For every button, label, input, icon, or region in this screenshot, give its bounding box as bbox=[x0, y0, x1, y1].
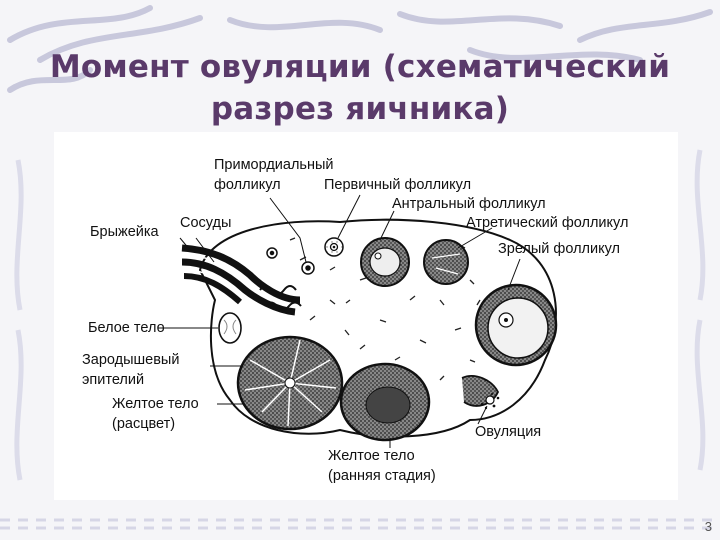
corpus-luteum-early bbox=[339, 362, 431, 442]
antral-follicle bbox=[360, 237, 410, 287]
primordial-follicles bbox=[266, 247, 315, 275]
label-vessels: Сосуды bbox=[180, 215, 232, 231]
label-mature-follicle: Зрелый фолликул bbox=[498, 241, 621, 257]
corpus-luteum-bloom bbox=[236, 335, 344, 431]
primary-follicle bbox=[324, 237, 344, 257]
label-mesentery: Брыжейка bbox=[90, 224, 159, 240]
label-antral-follicle: Антральный фолликул bbox=[392, 196, 546, 212]
label-primordial-line1: Примордиальный bbox=[214, 157, 334, 173]
mature-follicle bbox=[474, 283, 558, 367]
title-line-1: Момент овуляции (схематический bbox=[49, 49, 671, 85]
label-atretic-follicle: Атретический фолликул bbox=[466, 215, 629, 231]
ovulation-site bbox=[461, 375, 500, 410]
label-white-body: Белое тело bbox=[88, 320, 165, 336]
decorative-swirls bbox=[7, 5, 713, 93]
mesentery-vessels bbox=[181, 244, 302, 316]
leader-lines bbox=[158, 194, 521, 448]
label-germinal-line2: эпителий bbox=[82, 372, 145, 388]
title-line-2: разрез яичника) bbox=[210, 91, 510, 127]
page-number: 3 bbox=[704, 519, 712, 534]
white-body bbox=[218, 312, 242, 344]
label-germinal-line1: Зародышевый bbox=[82, 352, 180, 368]
label-corpus-luteum-bloom-line1: Желтое тело bbox=[112, 396, 199, 412]
label-corpus-luteum-bloom-line2: (расцвет) bbox=[112, 416, 176, 432]
slide-title: Момент овуляции (схематический разрез яи… bbox=[0, 46, 720, 130]
label-ovulation: Овуляция bbox=[475, 424, 542, 440]
label-corpus-luteum-early-line2: (ранняя стадия) bbox=[328, 468, 436, 484]
label-primordial-line2: фолликул bbox=[214, 177, 281, 193]
atretic-follicle bbox=[423, 239, 469, 285]
label-corpus-luteum-early-line1: Желтое тело bbox=[328, 448, 415, 464]
label-primary-follicle: Первичный фолликул bbox=[324, 177, 472, 193]
